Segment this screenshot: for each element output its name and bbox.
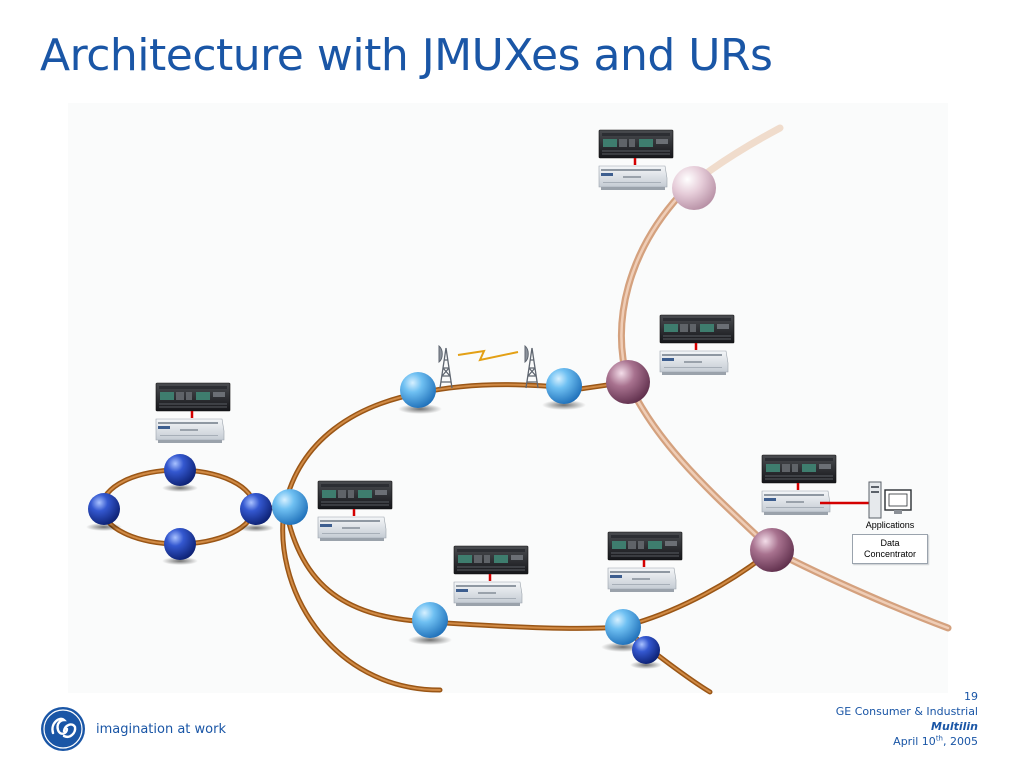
jmux-node-small-ring-left — [88, 493, 120, 525]
jmux-node-small-ring-right — [240, 493, 272, 525]
fiber-cables — [99, 124, 952, 695]
footer-logo: imagination at work — [40, 706, 226, 752]
ur-relay-unit-center — [316, 479, 394, 543]
presentation-date: April 10th, 2005 — [893, 734, 978, 748]
tagline: imagination at work — [96, 721, 226, 737]
ur-relay-unit-lower-right — [606, 530, 684, 594]
data-concentrator-label-line1: Data — [880, 538, 900, 548]
footer-info: 19 GE Consumer & Industrial Multilin Apr… — [836, 689, 978, 749]
data-concentrator-box: Data Concentrator — [852, 534, 928, 564]
jmux-node-small-ring-bottom — [164, 528, 196, 560]
jmux-node-branch — [632, 636, 660, 664]
data-concentrator — [820, 481, 912, 519]
radio-link — [438, 345, 539, 389]
backbone-node-top — [672, 166, 716, 210]
brand-name: Multilin — [931, 720, 978, 733]
jmux-node-small-ring-top — [164, 454, 196, 486]
page-number: 19 — [964, 690, 978, 703]
backbone-node-lower — [750, 528, 794, 572]
ur-relay-unit-upper-right — [658, 313, 736, 377]
backbone-fiber — [618, 124, 952, 632]
slide-title: Architecture with JMUXes and URs — [40, 30, 773, 81]
ge-logo-icon — [41, 707, 85, 751]
relay-units — [154, 128, 838, 608]
radio-tower-icon-left — [438, 345, 453, 389]
jmux-node-radio-left — [400, 372, 436, 408]
ur-relay-unit-right — [760, 453, 838, 517]
backbone-node-middle — [606, 360, 650, 404]
company-name: GE Consumer & Industrial — [835, 705, 978, 718]
jmux-node-main-ring-bottom-left — [412, 602, 448, 638]
computer-icon — [868, 481, 912, 519]
data-concentrator-label-line2: Concentrator — [863, 549, 917, 559]
jmux-node-radio-right — [546, 368, 582, 404]
jmux-node-main-ring-bottom-right — [605, 609, 641, 645]
lightning-bolt-icon — [457, 349, 519, 362]
jmux-node-main-ring-left — [272, 489, 308, 525]
ur-relay-unit-lower-center — [452, 544, 530, 608]
ur-relay-unit-top — [597, 128, 675, 192]
radio-tower-icon-right — [524, 345, 539, 389]
applications-label: Applications — [865, 520, 915, 530]
network-nodes — [86, 166, 794, 669]
ur-relay-unit-left — [154, 381, 232, 445]
